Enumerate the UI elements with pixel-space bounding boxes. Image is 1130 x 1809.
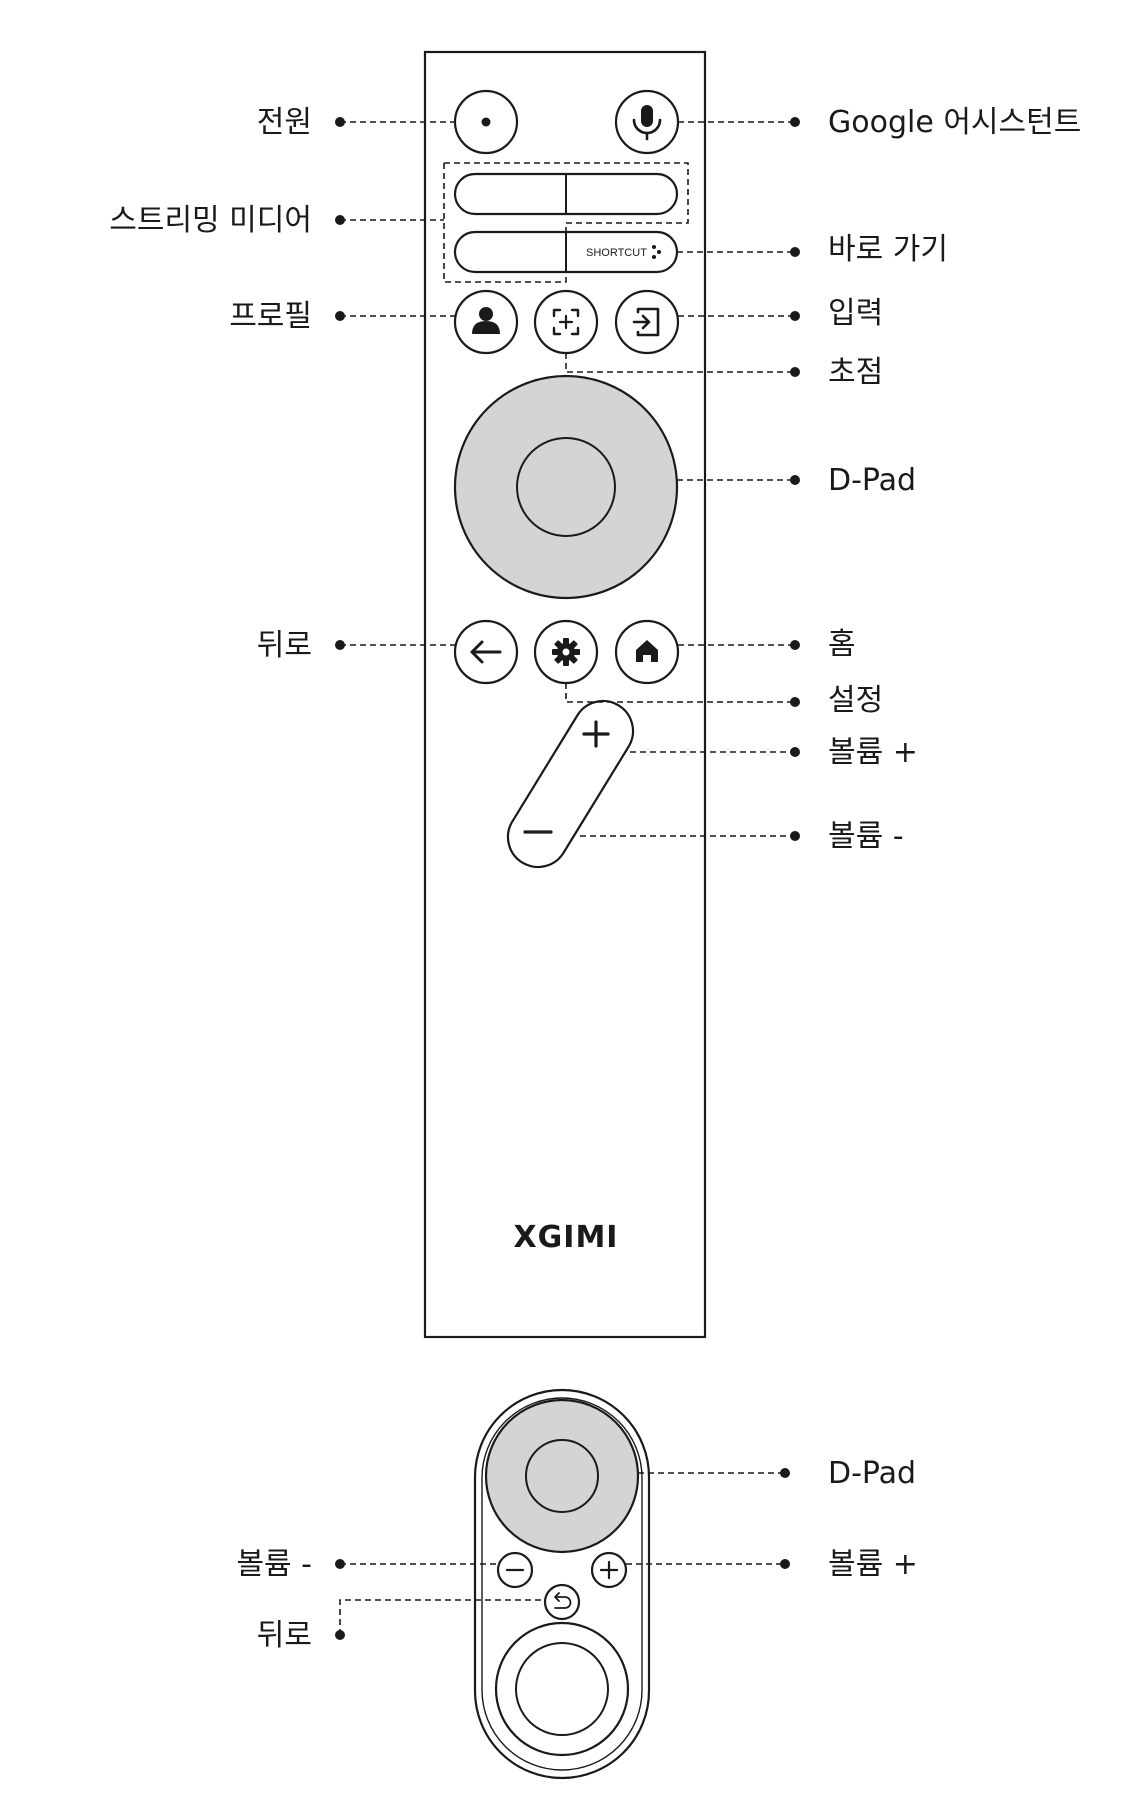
home-button[interactable] [614, 619, 680, 685]
input-button[interactable] [614, 289, 680, 355]
power-button[interactable] [453, 89, 519, 155]
dpad-center-button[interactable] [516, 437, 616, 537]
small-back-button[interactable] [543, 1583, 581, 1621]
small-bottom-ring[interactable] [494, 1621, 630, 1757]
label-focus: 초점 [828, 355, 883, 390]
small-remote-body-inner [481, 1397, 643, 1771]
small-label-volume-up: 볼륨 + [828, 1547, 918, 1582]
back-button[interactable] [453, 619, 519, 685]
label-volume-up: 볼륨 + [828, 735, 918, 770]
label-home: 홈 [828, 627, 856, 662]
input-arrow-icon [632, 307, 660, 337]
label-profile: 프로필 [229, 299, 312, 334]
profile-button[interactable] [453, 289, 519, 355]
shortcut-text: SHORTCUT [586, 247, 647, 259]
focus-button[interactable] [533, 289, 599, 355]
return-arrow-icon [554, 1592, 572, 1609]
settings-button[interactable] [533, 619, 599, 685]
plus-icon [599, 1560, 619, 1580]
label-streaming-media: 스트리밍 미디어 [109, 203, 312, 238]
power-dot-icon [481, 117, 491, 127]
google-assistant-button[interactable] [614, 89, 680, 155]
streaming-media-button-top[interactable] [453, 172, 679, 216]
label-volume-down: 볼륨 - [828, 819, 904, 854]
label-dpad: D-Pad [828, 463, 916, 498]
dpad[interactable] [453, 374, 679, 600]
small-dpad[interactable] [484, 1398, 640, 1554]
label-back: 뒤로 [257, 628, 312, 663]
brand-logo: XGIMI [514, 1220, 619, 1255]
plus-icon [582, 720, 610, 748]
focus-bracket-icon [552, 308, 580, 336]
small-volume-down-button[interactable] [496, 1551, 534, 1589]
small-label-back: 뒤로 [257, 1618, 312, 1653]
shortcut-button[interactable]: SHORTCUT [586, 245, 661, 259]
arrow-left-icon [470, 640, 502, 664]
small-label-volume-down: 볼륨 - [236, 1547, 312, 1582]
label-settings: 설정 [828, 683, 883, 718]
small-label-dpad: D-Pad [828, 1456, 916, 1491]
home-icon [636, 640, 658, 662]
label-shortcut: 바로 가기 [828, 232, 948, 267]
small-dpad-center-button[interactable] [525, 1439, 599, 1513]
label-input: 입력 [828, 296, 883, 331]
gear-icon [552, 638, 580, 666]
small-volume-up-button[interactable] [590, 1551, 628, 1589]
label-google-assistant: Google 어시스턴트 [828, 105, 1081, 140]
person-icon [472, 307, 500, 334]
shortcut-dots-icon [652, 245, 661, 259]
microphone-icon [632, 105, 662, 141]
streaming-group-outline [443, 162, 689, 283]
volume-rocker[interactable] [506, 699, 635, 869]
label-power: 전원 [257, 105, 312, 140]
